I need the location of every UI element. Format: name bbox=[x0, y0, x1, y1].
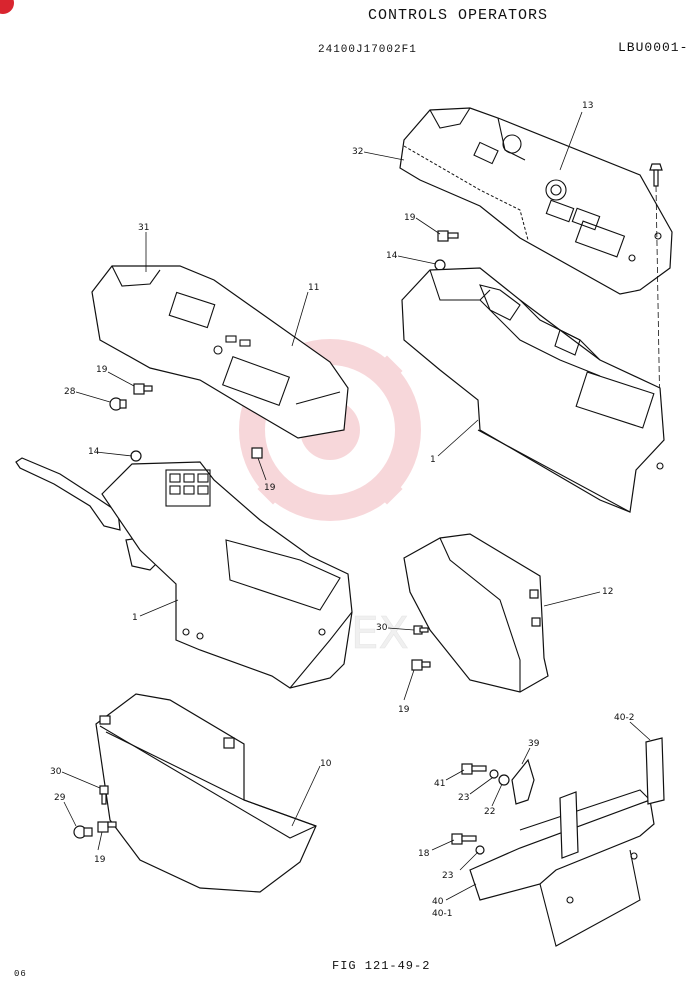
bolt-icon bbox=[99, 785, 109, 805]
figure-caption: FIG 121-49-2 bbox=[332, 959, 431, 973]
part-number: 24100J17002F1 bbox=[318, 44, 417, 56]
callout-19: 19 bbox=[94, 855, 106, 865]
callout-39: 39 bbox=[528, 739, 540, 749]
nut-icon bbox=[130, 450, 142, 462]
bolt-icon bbox=[649, 163, 663, 187]
bracket-assembly-40 bbox=[469, 737, 665, 947]
callout-22: 22 bbox=[484, 807, 495, 817]
callout-19: 19 bbox=[264, 483, 276, 493]
clip-39 bbox=[511, 758, 535, 805]
callout-labels: 13 32 19 14 1 31 11 19 28 14 19 1 12 30 … bbox=[50, 101, 634, 919]
knob-icon bbox=[73, 825, 93, 839]
screw-icon bbox=[437, 230, 459, 242]
bolt-icon bbox=[451, 833, 477, 845]
bolt-icon bbox=[413, 625, 429, 635]
side-panel-12 bbox=[403, 533, 549, 693]
callout-19: 19 bbox=[96, 365, 108, 375]
screw-icon bbox=[97, 821, 117, 833]
callout-41: 41 bbox=[434, 779, 445, 789]
console-cover-13 bbox=[399, 107, 673, 295]
callout-40-1: 40-1 bbox=[432, 909, 452, 919]
callout-1: 1 bbox=[132, 613, 138, 623]
callout-12: 12 bbox=[602, 587, 613, 597]
nut-icon bbox=[434, 259, 446, 271]
screw-icon bbox=[411, 659, 431, 671]
callout-13: 13 bbox=[582, 101, 593, 111]
callout-11: 11 bbox=[308, 283, 319, 293]
reference-code: LBU0001- bbox=[618, 40, 689, 55]
callout-14: 14 bbox=[88, 447, 100, 457]
callout-1: 1 bbox=[430, 455, 436, 465]
nut-icon bbox=[498, 774, 510, 786]
knob-icon bbox=[109, 397, 127, 411]
washer-icon bbox=[489, 769, 499, 779]
callout-28: 28 bbox=[64, 387, 76, 397]
callout-31: 31 bbox=[138, 223, 149, 233]
callout-19: 19 bbox=[398, 705, 410, 715]
callout-40: 40 bbox=[432, 897, 444, 907]
console-body-upper bbox=[401, 267, 665, 513]
callout-23: 23 bbox=[458, 793, 469, 803]
callout-10: 10 bbox=[320, 759, 332, 769]
callout-19: 19 bbox=[404, 213, 416, 223]
bottom-panel-10 bbox=[95, 693, 317, 893]
console-cover-11 bbox=[91, 265, 349, 439]
screw-icon bbox=[251, 447, 263, 459]
callout-18: 18 bbox=[418, 849, 430, 859]
bolt-icon bbox=[461, 763, 487, 775]
callout-14: 14 bbox=[386, 251, 398, 261]
screw-icon bbox=[133, 383, 153, 395]
callout-29: 29 bbox=[54, 793, 66, 803]
leader-lines bbox=[61, 111, 651, 901]
callout-23: 23 bbox=[442, 871, 453, 881]
callout-30: 30 bbox=[376, 623, 388, 633]
callout-32: 32 bbox=[352, 147, 363, 157]
console-body-lower bbox=[101, 461, 353, 689]
callout-30: 30 bbox=[50, 767, 62, 777]
corner-marker bbox=[0, 0, 14, 14]
page-number: 06 bbox=[14, 969, 27, 979]
page-title: CONTROLS OPERATORS bbox=[368, 7, 549, 24]
callout-40-2: 40-2 bbox=[614, 713, 634, 723]
